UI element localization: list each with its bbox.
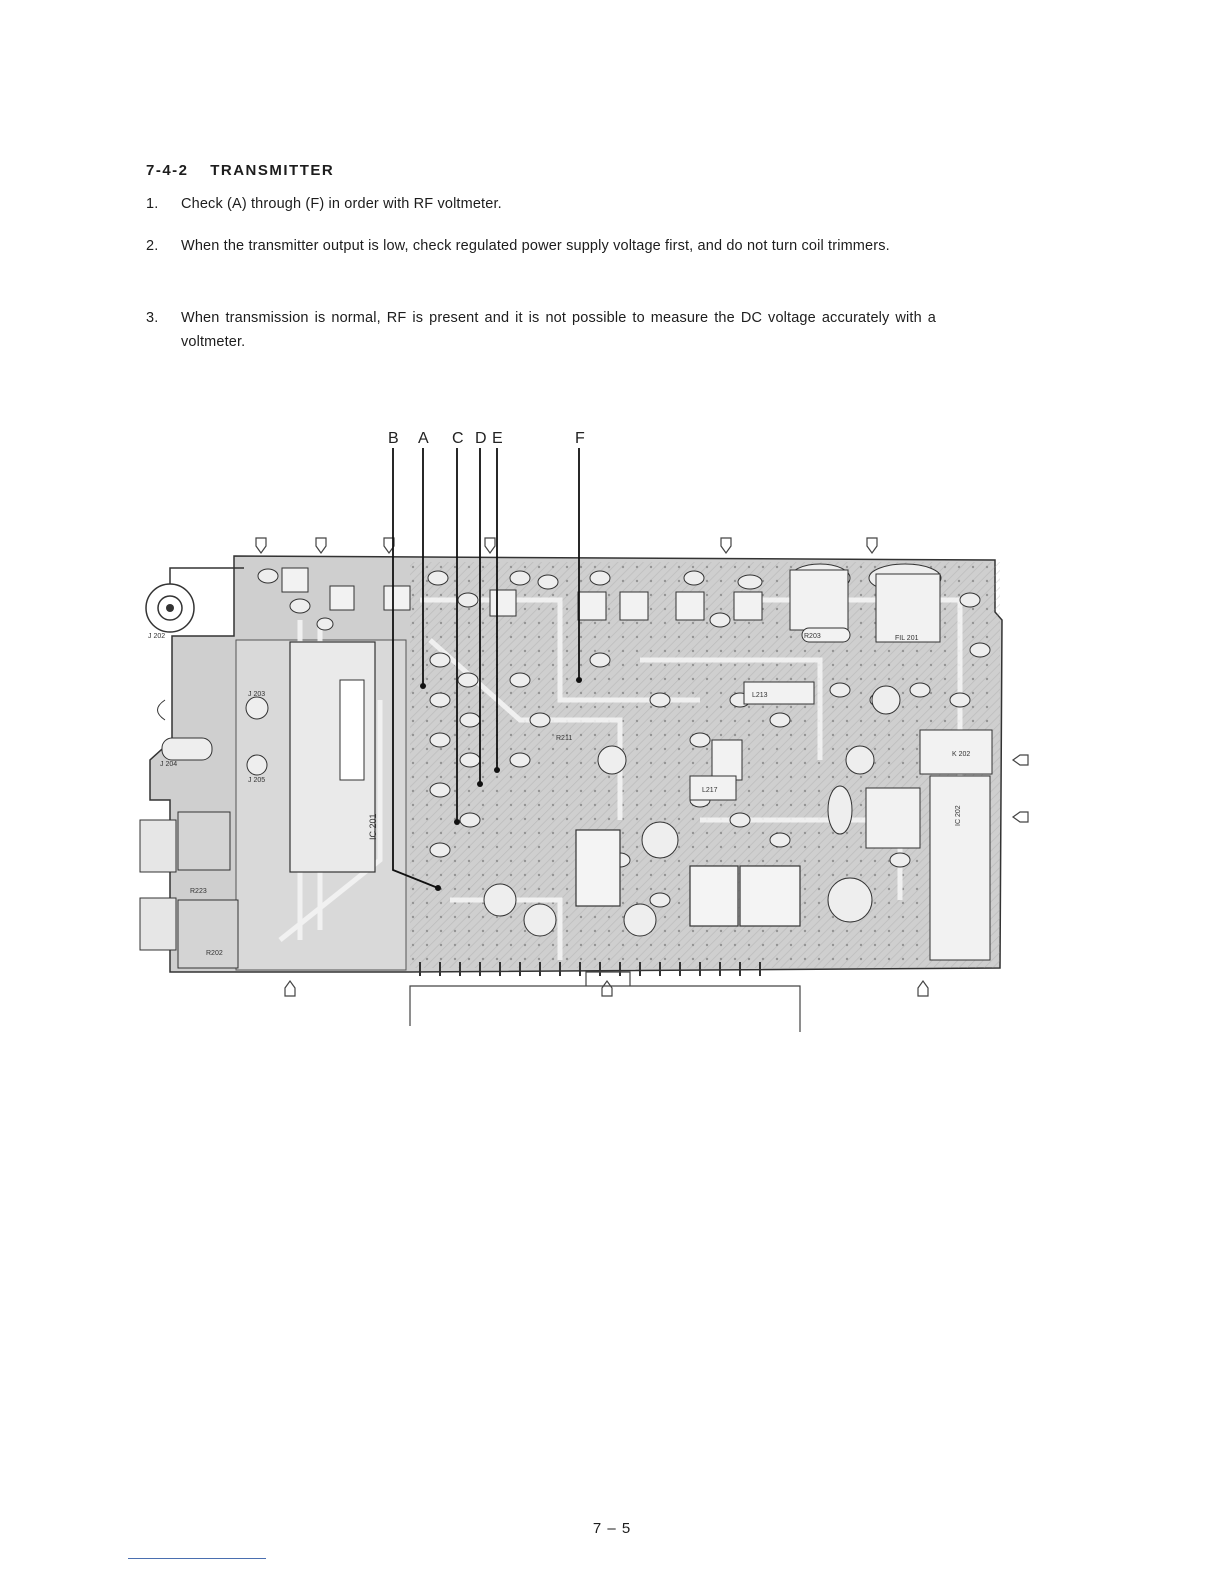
label-fil201: FIL 201 [895, 635, 919, 642]
ic-chips [575, 829, 801, 927]
j204-jack [161, 737, 213, 761]
label-r202: R202 [206, 950, 223, 957]
step-number: 2. [146, 238, 159, 254]
label-r211: R211 [556, 735, 572, 742]
section-heading: 7-4-2 TRANSMITTER [146, 162, 334, 179]
down-arrow-icon [255, 537, 267, 555]
label-j202: J 202 [148, 633, 165, 640]
probe-label-c: C [452, 430, 464, 447]
pcb-layout-diagram: B A C D E F IC 201 [139, 430, 1029, 1032]
j205-jack [246, 754, 268, 776]
down-arrow-icon [315, 537, 327, 555]
label-j205: J 205 [248, 777, 265, 784]
probe-points [420, 677, 582, 891]
down-arrow-icon [720, 537, 732, 555]
coil-boxes [281, 567, 993, 961]
probe-label-a: A [418, 430, 429, 447]
up-arrow-icon [917, 979, 929, 997]
ic201-window [339, 679, 365, 781]
left-arrow-icon [1011, 811, 1029, 823]
label-r223: R223 [190, 888, 207, 895]
label-j203: J 203 [248, 691, 265, 698]
section-number: 7-4-2 [146, 162, 189, 179]
step-number: 1. [146, 196, 159, 212]
side-connector [139, 819, 177, 873]
step-text: Check (A) through (F) in order with RF v… [181, 196, 502, 212]
shield-frame [409, 985, 801, 1032]
probe-label-d: D [475, 430, 487, 447]
section-title: TRANSMITTER [210, 162, 335, 179]
label-ic202: IC 202 [955, 805, 962, 826]
step-number: 3. [146, 310, 159, 326]
label-k202: K 202 [952, 751, 970, 758]
up-arrow-icon [284, 979, 296, 997]
probe-leader-lines [392, 448, 580, 889]
edge-arrows [255, 537, 1029, 997]
down-arrow-icon [484, 537, 496, 555]
down-arrow-icon [866, 537, 878, 555]
step-text: When transmission is normal, RF is prese… [181, 310, 936, 350]
label-l217: L217 [702, 787, 718, 794]
page-number: 7 – 5 [592, 1520, 632, 1537]
probe-label-f: F [575, 430, 585, 447]
edge-connector-pins [419, 962, 761, 976]
step-text: When the transmitter output is low, chec… [181, 238, 890, 254]
probe-label-e: E [492, 430, 503, 447]
label-ic201: IC 201 [368, 813, 378, 840]
label-j204: J 204 [160, 761, 177, 768]
probe-label-b: B [388, 430, 399, 447]
step-1: 1. Check (A) through (F) in order with R… [146, 192, 936, 216]
step-2: 2. When the transmitter output is low, c… [146, 234, 936, 258]
footnote-rule [128, 1558, 266, 1559]
up-arrow-icon [601, 979, 613, 997]
j203-jack [245, 696, 269, 720]
label-r203: R203 [804, 633, 821, 640]
step-3: 3. When transmission is normal, RF is pr… [146, 306, 936, 354]
left-arrow-icon [1011, 754, 1029, 766]
side-connector [139, 897, 177, 951]
label-l213: L213 [752, 692, 768, 699]
probe-labels: B A C D E F [388, 430, 585, 447]
